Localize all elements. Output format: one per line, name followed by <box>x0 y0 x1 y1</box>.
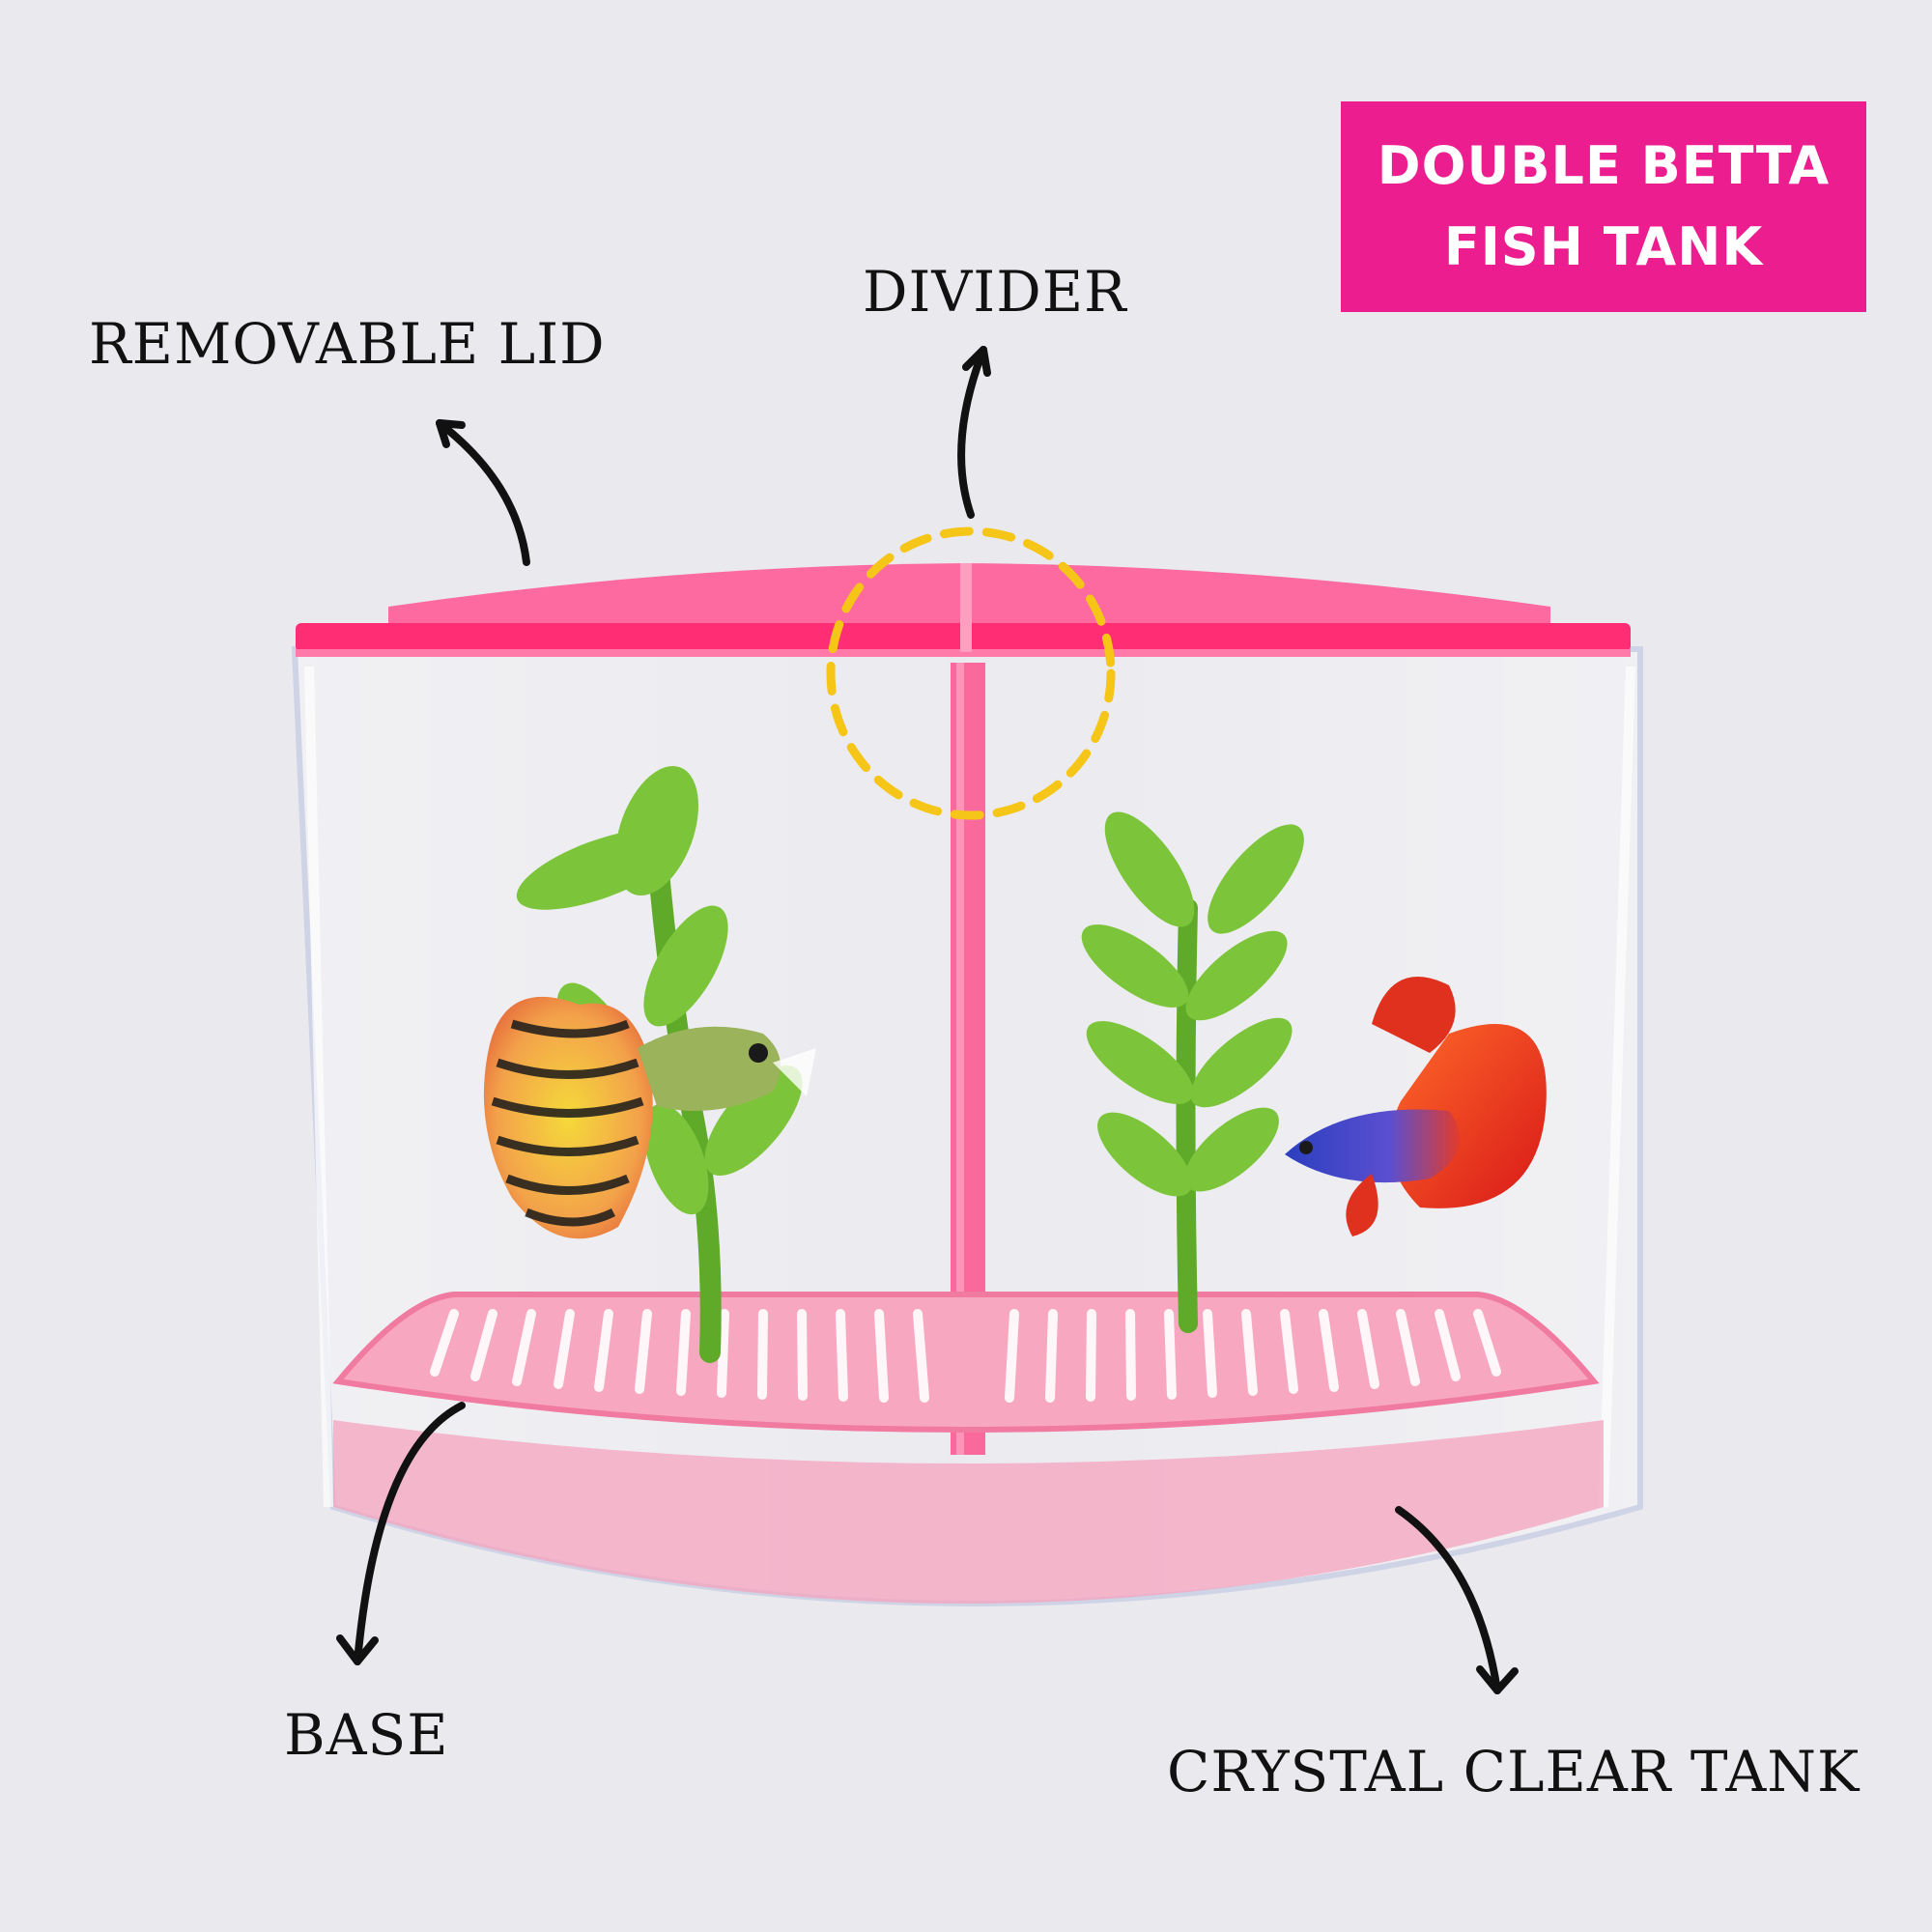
tank-base <box>332 1292 1604 1604</box>
callout-crystal-clear-tank: CRYSTAL CLEAR TANK <box>1167 1739 1861 1804</box>
plant-right <box>1081 811 1304 1333</box>
title-badge: DOUBLE BETTA FISH TANK <box>1341 101 1866 312</box>
betta-fish <box>1285 977 1547 1236</box>
arrow-icon-tank <box>1395 1506 1519 1694</box>
plant-left <box>516 765 803 1363</box>
arrow-icon-base <box>336 1402 466 1665</box>
arrow-icon-lid <box>436 419 530 566</box>
tray-slots <box>430 1309 1501 1403</box>
callout-base: BASE <box>284 1702 449 1768</box>
title-badge-text: DOUBLE BETTA FISH TANK <box>1377 135 1831 277</box>
callout-divider: DIVIDER <box>863 259 1127 325</box>
arrow-icon-divider <box>957 346 991 519</box>
removable-lid <box>296 563 1631 657</box>
guppy-fish <box>483 996 816 1239</box>
divider-highlight-circle <box>826 526 1116 820</box>
callout-removable-lid: REMOVABLE LID <box>89 311 606 377</box>
